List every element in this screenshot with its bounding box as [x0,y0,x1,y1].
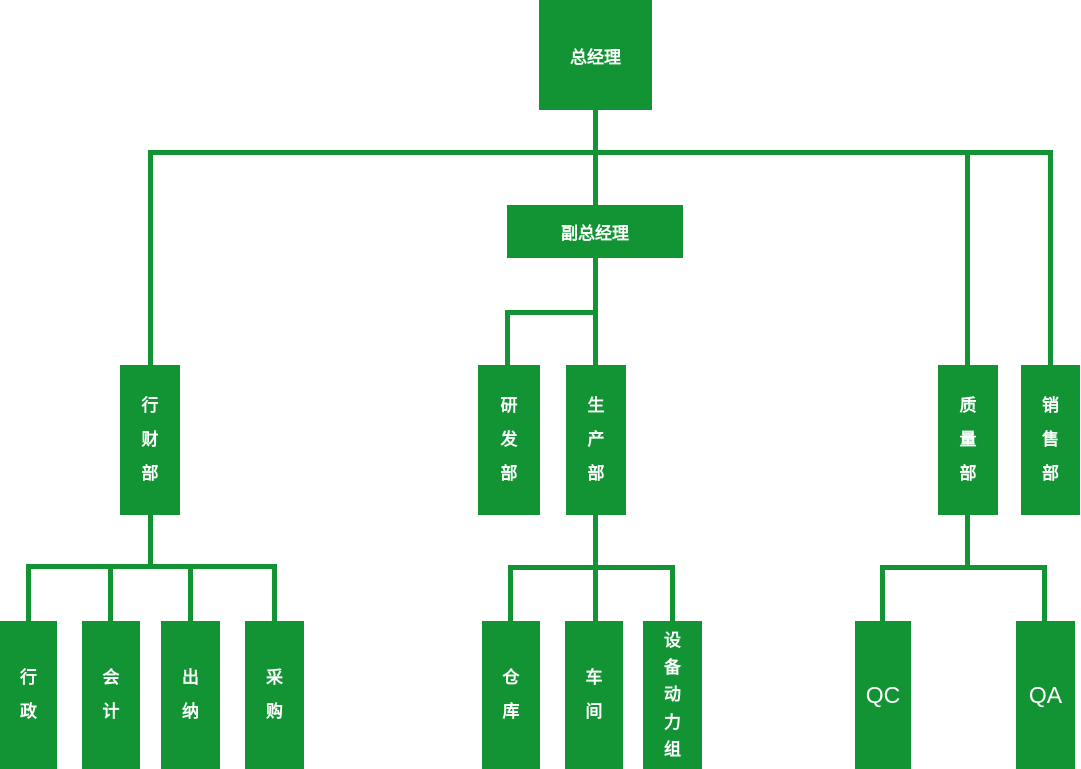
node-warehouse[interactable]: 仓 库 [482,621,540,769]
connector-gm-down [593,110,598,205]
connector-to-warehouse [508,565,513,621]
connector-production-down [593,515,598,568]
connector-deputy-branch-rail [505,310,598,315]
connector-production-children-rail [508,565,675,570]
node-deputy-general-manager[interactable]: 副总经理 [507,205,683,258]
node-cashier[interactable]: 出 纳 [161,621,220,769]
connector-to-equipment-power [670,565,675,621]
connector-to-accounting [108,564,113,621]
connector-to-workshop [593,565,598,621]
node-accounting[interactable]: 会 计 [82,621,140,769]
node-equipment-power-group[interactable]: 设 备 动 力 组 [643,621,702,769]
connector-finance-children-rail [26,564,277,569]
connector-to-qc [880,565,885,621]
node-production-dept[interactable]: 生 产 部 [566,365,626,515]
connector-to-sales [1048,150,1053,365]
connector-to-administration [26,564,31,621]
connector-to-quality [965,150,970,365]
connector-level1-rail [148,150,1053,155]
connector-to-rd [505,310,510,365]
connector-to-finance-admin [148,150,153,365]
connector-to-cashier [188,564,193,621]
node-procurement[interactable]: 采 购 [245,621,304,769]
connector-quality-down [965,515,970,568]
node-finance-admin-dept[interactable]: 行 财 部 [120,365,180,515]
connector-to-procurement [272,564,277,621]
connector-to-qa [1042,565,1047,621]
node-qa[interactable]: QA [1016,621,1075,769]
node-workshop[interactable]: 车 间 [565,621,623,769]
node-general-manager[interactable]: 总经理 [539,0,652,110]
connector-finance-admin-down [148,513,153,568]
connector-quality-children-rail [880,565,1047,570]
node-sales-dept[interactable]: 销 售 部 [1021,365,1080,515]
node-quality-dept[interactable]: 质 量 部 [938,365,998,515]
node-administration[interactable]: 行 政 [0,621,57,769]
node-rd-dept[interactable]: 研 发 部 [478,365,540,515]
node-qc[interactable]: QC [855,621,911,769]
